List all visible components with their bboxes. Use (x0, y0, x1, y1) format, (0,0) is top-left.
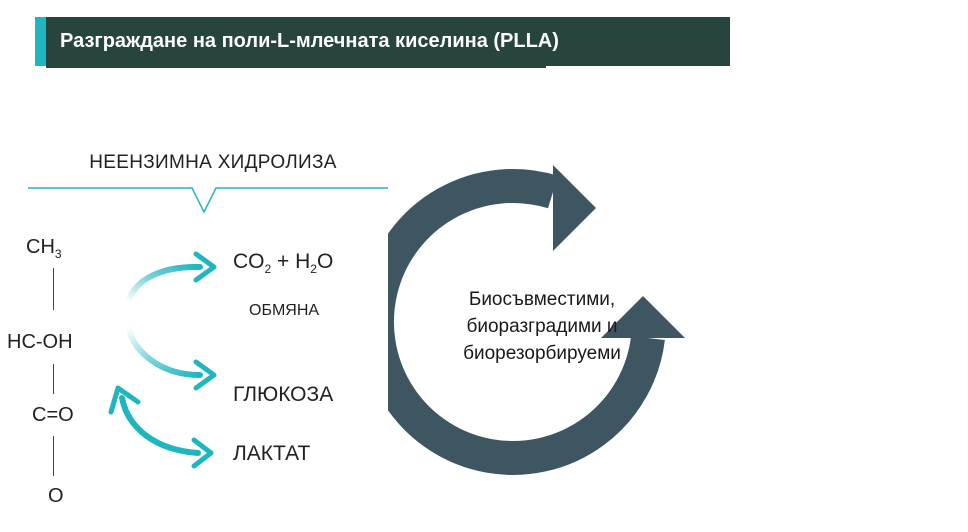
cycle-arrowhead-top (553, 165, 596, 251)
molecule-hcoh: HC-OH (7, 331, 73, 353)
conversion-arrows (108, 251, 217, 469)
cycle-text-line-3: биорезорбируеми (463, 343, 621, 364)
arrowhead-co2 (193, 251, 217, 283)
title-bar: Разграждане на поли-L-млечната киселина … (35, 17, 730, 66)
cycle-ring (388, 168, 665, 475)
molecule-ch3: CH3 (26, 236, 62, 261)
product-glucose: ГЛЮКОЗА (233, 383, 334, 406)
molecule-bond-3 (53, 436, 54, 476)
arrow-to-glucose (125, 325, 203, 378)
product-co2-h2o: CO2 + H2O (233, 250, 334, 277)
cycle-text-line-2: биоразградими и (466, 316, 618, 337)
arrowhead-back (108, 385, 141, 415)
title-underline (46, 66, 546, 68)
title-accent-stripe (35, 17, 46, 66)
section-bracket (28, 187, 388, 214)
molecule-bond-2 (53, 364, 54, 394)
arrowhead-glucose (193, 359, 217, 391)
arrowhead-lactate (191, 437, 214, 469)
arrow-to-co2 (125, 263, 203, 305)
arrow-lactate-link (119, 395, 201, 456)
metabolism-label: ОБМЯНА (249, 302, 320, 319)
molecule-bond-1 (53, 268, 54, 310)
cycle-arrowhead-right (601, 296, 685, 338)
page-title: Разграждане на поли-L-млечната киселина … (60, 30, 559, 52)
molecule-co: C=O (32, 404, 74, 426)
cycle-center-text: Биосъвместими, биоразградими и биорезорб… (437, 286, 647, 367)
molecule-o: O (48, 485, 64, 507)
product-lactate: ЛАКТАТ (233, 442, 311, 465)
cycle-text-line-1: Биосъвместими, (468, 289, 616, 310)
section-label: НЕЕНЗИМНА ХИДРОЛИЗА (89, 152, 337, 173)
cycle-arrows (388, 165, 685, 475)
